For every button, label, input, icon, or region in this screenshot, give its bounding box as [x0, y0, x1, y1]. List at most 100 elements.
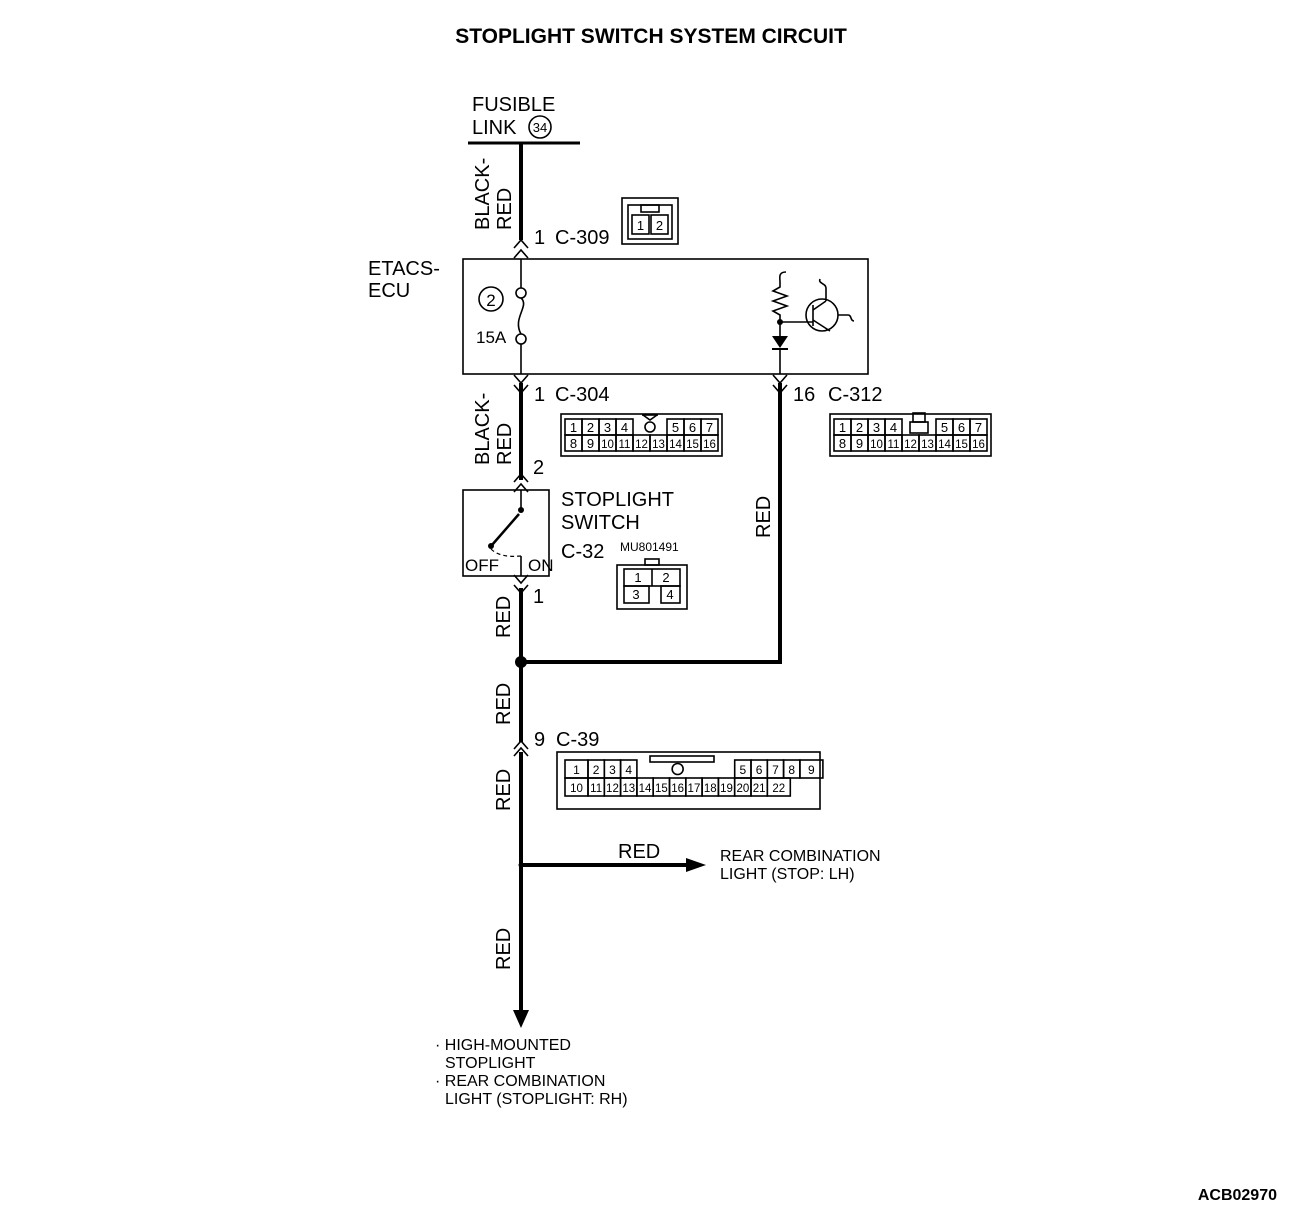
- c309-name: C-309: [555, 227, 609, 249]
- c312-pin-label: 7: [975, 420, 982, 435]
- c309-pin-2: 2: [656, 218, 663, 233]
- c39-cell: [619, 759, 638, 779]
- chevron-c309: [513, 238, 529, 259]
- branch-arrow: [686, 858, 706, 872]
- chevron-c304: [513, 374, 529, 395]
- fuse-rating: 15A: [476, 328, 507, 347]
- wire-label-red-3: RED: [493, 769, 515, 811]
- figure-id: ACB02970: [1198, 1187, 1277, 1204]
- c39-pin: 9: [534, 729, 545, 751]
- switch-contact-bottom: [488, 543, 494, 549]
- c32-name: C-32: [561, 541, 604, 563]
- c39-cell: [799, 759, 824, 779]
- c32-pin: 1: [533, 586, 544, 608]
- c312-name: C-312: [828, 384, 882, 406]
- c39-pin-label: 22: [772, 783, 785, 795]
- fuse-number: 2: [486, 291, 495, 310]
- wire-label-red-2: RED: [493, 683, 515, 725]
- c312-pin-label: 1: [839, 420, 846, 435]
- c39-pin-label: 9: [808, 763, 815, 777]
- c304-pin-label: 16: [703, 439, 716, 451]
- c39-pin-label: 18: [704, 783, 717, 795]
- wire-label-red-1: RED: [493, 596, 515, 638]
- c39-pin-label: 20: [736, 783, 749, 795]
- c312-pin: 16: [793, 384, 815, 406]
- c39-pin-label: 15: [655, 783, 668, 795]
- wire-label-red-4: RED: [493, 928, 515, 970]
- c304-pin: 1: [534, 384, 545, 406]
- fuse-number-circle: [478, 286, 504, 312]
- c304-pin-label: 6: [689, 420, 696, 435]
- c309-pin-1: 1: [637, 218, 644, 233]
- fusible-link-label-1: FUSIBLE: [472, 94, 555, 116]
- fusible-link: FUSIBLE LINK 34: [468, 94, 580, 145]
- c304-pin-label: 10: [601, 439, 614, 451]
- switch-contact-top: [518, 507, 524, 513]
- c32-connector: 1 2 3 4: [616, 558, 688, 610]
- c304-pin-label: 1: [570, 420, 577, 435]
- c304-pin-label: 8: [570, 436, 577, 451]
- c39-pin-label: 14: [639, 783, 652, 795]
- switch-box: [462, 489, 550, 577]
- c39-pin-label: 6: [756, 763, 763, 777]
- c39-name: C-39: [556, 729, 599, 751]
- c312-pin-label: 13: [921, 439, 934, 451]
- switch-off-label: OFF: [465, 556, 499, 575]
- c39-pin-label: 11: [590, 783, 602, 795]
- c39-pin-label: 7: [772, 763, 779, 777]
- switch-on-label: ON: [528, 556, 554, 575]
- diagram-title: STOPLIGHT SWITCH SYSTEM CIRCUIT: [455, 25, 847, 48]
- c304-pin-label: 11: [619, 439, 631, 451]
- branch-destination-2: LIGHT (STOP: LH): [720, 866, 855, 883]
- fusible-link-number-circle: [528, 115, 552, 139]
- c39-pin-label: 1: [573, 763, 580, 777]
- chevron-c312: [772, 374, 788, 395]
- c312-pin-label: 8: [839, 436, 846, 451]
- c39-pin-label: 3: [609, 763, 616, 777]
- chevron-c39: [513, 739, 529, 757]
- ecu-label-1: ETACS-: [368, 258, 440, 280]
- wire-label-top-2: RED: [494, 188, 516, 230]
- bottom-destination-3: · REAR COMBINATION: [435, 1073, 605, 1090]
- c39-pin-label: 8: [788, 763, 795, 777]
- c304-name: C-304: [555, 384, 609, 406]
- c309-connector: 1 2: [621, 197, 679, 245]
- wire-label-mid-2: RED: [494, 423, 516, 465]
- wire-label-red-right: RED: [753, 496, 775, 538]
- switch-part-number: MU801491: [620, 540, 679, 554]
- bottom-arrow: [513, 1010, 529, 1028]
- c32-pin-3: 3: [632, 587, 639, 602]
- switch-label-1: STOPLIGHT: [561, 489, 674, 511]
- c312-pin-label: 11: [888, 439, 900, 451]
- c312-pin-label: 6: [958, 420, 965, 435]
- c39-pin-label: 10: [570, 783, 583, 795]
- bottom-destination-2: STOPLIGHT: [445, 1055, 536, 1072]
- c312-pin-label: 16: [972, 439, 985, 451]
- c304-pin-label: 4: [621, 420, 628, 435]
- fuse-symbol: [515, 287, 527, 345]
- c304-pin-label: 14: [669, 439, 682, 451]
- bottom-destination-1: · HIGH-MOUNTED: [435, 1037, 571, 1054]
- c32-pin-4: 4: [666, 587, 673, 602]
- c39-pin-label: 2: [593, 763, 600, 777]
- ecu-label-2: ECU: [368, 280, 410, 302]
- c39-pin-label: 19: [720, 783, 733, 795]
- transistor-symbol: [805, 278, 855, 332]
- c312-cell: [969, 434, 988, 452]
- resistor-symbol: [770, 271, 790, 344]
- c312-pin-label: 4: [890, 420, 897, 435]
- c32-pin-1: 1: [634, 570, 641, 585]
- c304-pin-label: 7: [706, 420, 713, 435]
- c39-pin-label: 16: [671, 783, 684, 795]
- c304-pin-label: 9: [587, 436, 594, 451]
- ecu-box: [462, 258, 869, 375]
- bottom-destination-4: LIGHT (STOPLIGHT: RH): [445, 1091, 628, 1108]
- c304-pin-label: 3: [604, 420, 611, 435]
- c32-pin-2: 2: [662, 570, 669, 585]
- c304-pin-label: 13: [652, 439, 665, 451]
- c39-pin-label: 4: [625, 763, 632, 777]
- c304-pin-label: 5: [672, 420, 679, 435]
- c312-pin-label: 5: [941, 420, 948, 435]
- junction-dot: [515, 656, 527, 668]
